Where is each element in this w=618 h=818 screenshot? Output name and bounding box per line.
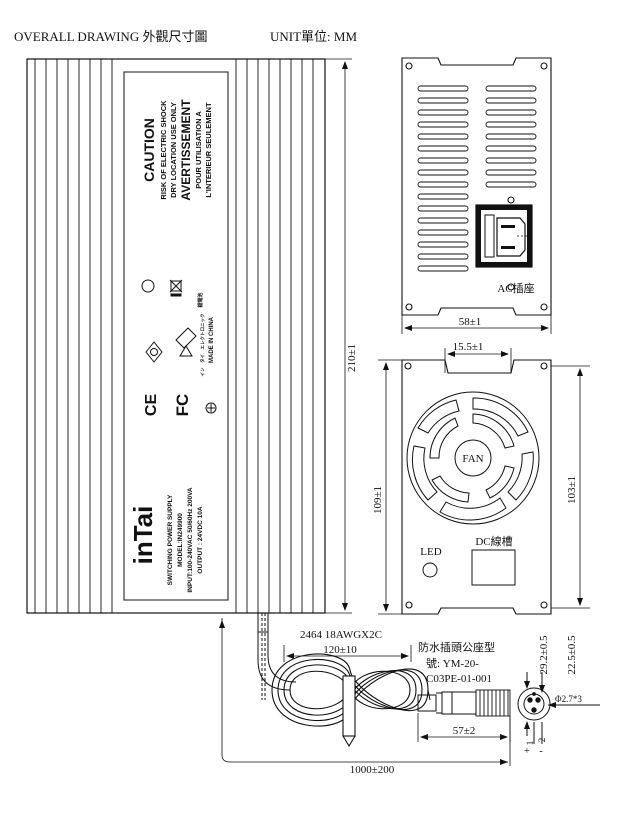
brand-logo: inTai xyxy=(128,506,158,565)
connector-label-2: 號: YM-20- xyxy=(426,657,479,670)
minus-label: - xyxy=(539,746,542,757)
risk-text: RISK OF ELECTRIC SHOCK xyxy=(159,100,168,200)
model-text: MODEL:IN249900 xyxy=(177,513,184,567)
heat-fins xyxy=(34,59,314,613)
cable-spec-label: 2464 18AWGX2C xyxy=(300,629,382,641)
connector-label-1: 防水插頭公座型 xyxy=(418,640,495,654)
jp-text: イン タイ エレクトロニック xyxy=(199,313,206,376)
cable-total-dim: 1000±200 xyxy=(350,764,395,776)
pin-dia-dim: Φ2.7*3 xyxy=(555,694,582,704)
connector-part-labels: 防水插頭公座型 號: YM-20- C03PE-01-001 xyxy=(418,640,495,685)
rcm-icon xyxy=(145,341,163,363)
dc-cable-slot xyxy=(471,549,516,586)
pin-1-label: 1 xyxy=(525,741,535,746)
cable-coil-dim: 120±10 xyxy=(323,644,357,656)
energy-icon xyxy=(141,279,155,293)
led-indicator xyxy=(422,562,438,578)
led-label: LED xyxy=(420,546,441,558)
unit-label: UNIT單位: MM xyxy=(270,29,358,44)
ac-end-view xyxy=(401,57,552,316)
fan-label: FAN xyxy=(462,453,483,465)
height-right-dim: 103±1 xyxy=(566,476,578,504)
cable-coil xyxy=(271,653,429,748)
weee-bin-icon xyxy=(169,279,183,293)
pin-b-dim: 22.5±0.5 xyxy=(566,635,578,675)
dim-height-left xyxy=(378,359,402,615)
dim-height-right xyxy=(551,365,590,609)
dim-cable-coil xyxy=(283,645,412,662)
output-text: OUTPUT : 24VDC 10A xyxy=(197,506,204,573)
label-texts: CAUTION RISK OF ELECTRIC SHOCK DRY LOCAT… xyxy=(128,99,215,593)
pse-icon xyxy=(179,345,193,357)
dry-text: DRY LOCATION USE ONLY xyxy=(169,102,178,198)
connector-label-3: C03PE-01-001 xyxy=(426,673,492,685)
dc-cable xyxy=(257,613,511,748)
pin-2-label: 2 xyxy=(537,738,547,743)
ground-icon xyxy=(205,402,217,414)
avert-text: AVERTISSEMENT xyxy=(179,99,193,201)
vent-slots-left xyxy=(417,85,469,272)
pin-a-dim: 29.2±0.5 xyxy=(538,635,550,675)
ac-socket xyxy=(475,204,533,268)
psu-body xyxy=(26,58,326,614)
plug-length-dim: 57±2 xyxy=(453,725,476,737)
length-dim: 210±1 xyxy=(346,344,358,372)
fan-hub xyxy=(454,439,492,477)
dim-length xyxy=(325,58,352,614)
plug-face xyxy=(517,672,600,744)
width-dim: 58±1 xyxy=(459,316,482,328)
dc-cable-label: DC線槽 xyxy=(475,534,512,548)
cable-boot xyxy=(417,694,437,712)
plus-label: + xyxy=(524,746,530,757)
pour-text: POUR UTILISATION A xyxy=(194,111,203,189)
dim-cable-total xyxy=(219,618,511,766)
recycle-text: 鋰電池 xyxy=(197,292,204,307)
rating-label xyxy=(123,71,229,601)
ce-mark: CE xyxy=(143,394,160,417)
plug-grip xyxy=(475,689,511,717)
made-in-text: MADE IN CHINA xyxy=(209,316,215,363)
plug-body xyxy=(441,691,477,715)
fan-end-view xyxy=(401,359,552,615)
height-left-dim: 109±1 xyxy=(372,486,384,514)
input-text: INPUT:100-240VAC 50/60Hz 200VA xyxy=(187,487,194,593)
caution-text: CAUTION xyxy=(141,118,157,182)
fan-offset-dim: 15.5±1 xyxy=(453,341,484,353)
product-text: SWITCHING POWER SUPPLY xyxy=(167,494,174,585)
cert-symbols xyxy=(141,279,217,414)
fc-mark: FC xyxy=(173,394,192,417)
fan-grille xyxy=(406,391,540,525)
vent-slots-right xyxy=(485,85,537,188)
dim-fan-offset xyxy=(444,348,512,373)
ac-socket-label: AC插座 xyxy=(497,281,534,295)
drawing-title: OVERALL DRAWING 外觀尺寸圖 xyxy=(14,29,208,44)
interieur-text: L'INTERIEUR SEULEMENT xyxy=(204,102,213,198)
dim-width xyxy=(401,315,552,334)
